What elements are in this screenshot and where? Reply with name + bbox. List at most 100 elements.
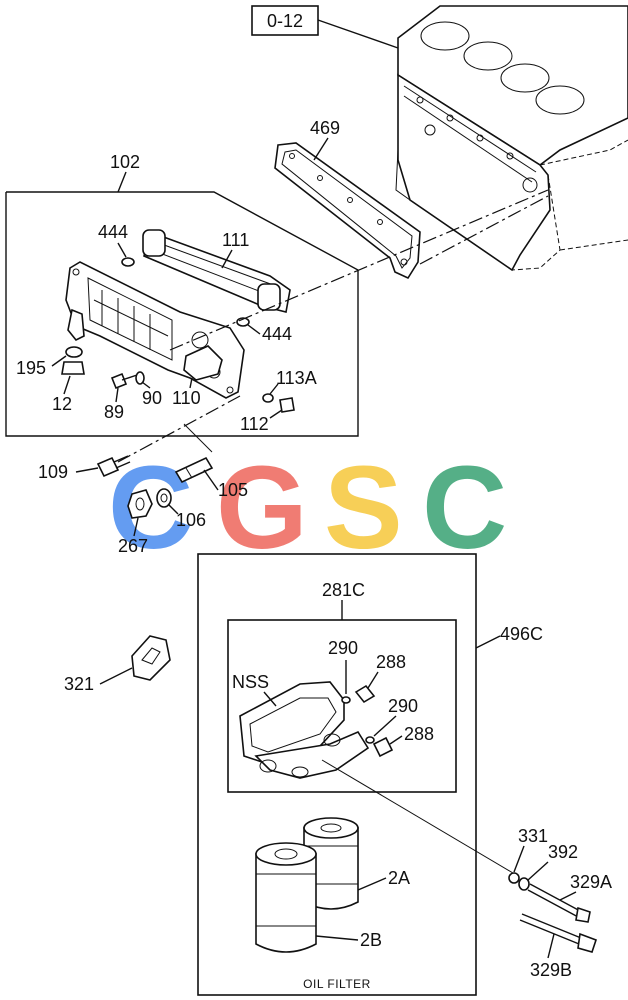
- leader-288-upper: [367, 671, 379, 689]
- callout-329A[interactable]: 329A: [570, 872, 612, 892]
- gasket-290-upper: [341, 696, 351, 704]
- valve-110: [183, 345, 223, 381]
- washer-90: [135, 371, 145, 385]
- leader-329A: [559, 891, 577, 901]
- engine-block: [395, 5, 628, 272]
- leader-105: [203, 469, 219, 491]
- leader-111: [221, 249, 233, 269]
- reference-box[interactable]: 0-12: [251, 5, 319, 36]
- callout-267[interactable]: 267: [118, 536, 148, 556]
- callout-290-upper[interactable]: 290: [328, 638, 358, 658]
- leader-195: [51, 355, 67, 367]
- leader-290-lower: [373, 715, 397, 737]
- leader-110: [189, 377, 193, 389]
- callout-331[interactable]: 331: [518, 826, 548, 846]
- assembly-line-5: [321, 759, 519, 877]
- bolt-109: [96, 455, 131, 478]
- oring-113A: [262, 393, 274, 403]
- washer-392: [518, 877, 530, 891]
- oring-444-left: [121, 257, 135, 267]
- callout-321[interactable]: 321: [64, 674, 94, 694]
- watermark: C G S C: [108, 442, 507, 574]
- leader-496C: [475, 635, 501, 649]
- watermark-letter-g: G: [216, 442, 308, 574]
- washer-331: [508, 872, 520, 884]
- leader-2B: [315, 935, 359, 941]
- leader-102: [117, 171, 127, 193]
- filter-caption: OIL FILTER: [303, 977, 371, 991]
- callout-90[interactable]: 90: [142, 388, 162, 408]
- bolt-329A: [527, 883, 591, 923]
- callout-102[interactable]: 102: [110, 152, 140, 172]
- watermark-letter-s: S: [324, 442, 403, 574]
- leader-469: [313, 137, 329, 161]
- callout-106[interactable]: 106: [176, 510, 206, 530]
- callout-288-upper[interactable]: 288: [376, 652, 406, 672]
- leader-444-right: [247, 324, 261, 335]
- leader-392: [527, 861, 549, 881]
- assembly-line-1: [169, 189, 549, 351]
- callout-281C[interactable]: 281C: [322, 580, 365, 600]
- filter-2B: [255, 842, 317, 953]
- gasket-321: [131, 635, 171, 681]
- callout-105[interactable]: 105: [218, 480, 248, 500]
- callout-2A[interactable]: 2A: [388, 868, 410, 888]
- reference-label: 0-12: [267, 11, 303, 31]
- oil-cooler-box: [5, 191, 359, 437]
- oil-filter-box: [197, 553, 477, 996]
- callout-329B[interactable]: 329B: [530, 960, 572, 980]
- assembly-line-4: [183, 423, 213, 453]
- leader-288-lower: [389, 735, 403, 745]
- bolt-329B: [519, 913, 598, 953]
- leader-2A: [357, 877, 387, 891]
- callout-195[interactable]: 195: [16, 358, 46, 378]
- gasket-469: [274, 142, 421, 280]
- callout-290-lower[interactable]: 290: [388, 696, 418, 716]
- callout-496C[interactable]: 496C: [500, 624, 543, 644]
- callout-469[interactable]: 469: [310, 118, 340, 138]
- watermark-letter-c2: C: [422, 442, 507, 574]
- plug-112: [279, 397, 295, 413]
- leader-12: [63, 375, 71, 395]
- callout-113A[interactable]: 113A: [276, 368, 317, 388]
- nut-267: [127, 489, 153, 519]
- callout-444-right[interactable]: 444: [262, 324, 292, 344]
- leader-331: [513, 845, 525, 873]
- leader-113A: [269, 383, 279, 395]
- gasket-290-lower: [365, 736, 375, 744]
- callout-392[interactable]: 392: [548, 842, 578, 862]
- leader-267: [133, 517, 139, 537]
- callout-112[interactable]: 112: [240, 414, 269, 434]
- filter-head: [239, 681, 370, 779]
- leader-112: [269, 409, 283, 419]
- stud-105: [174, 456, 214, 484]
- washer-106: [156, 488, 172, 508]
- assembly-line-3: [419, 195, 549, 265]
- callout-12[interactable]: 12: [52, 394, 72, 414]
- leader-109: [75, 467, 99, 473]
- leader-329B: [547, 933, 555, 959]
- plug-12: [61, 361, 85, 375]
- cooler-element-111: [142, 229, 291, 313]
- callout-109[interactable]: 109: [38, 462, 68, 482]
- bolt-89: [110, 372, 141, 390]
- plug-288-upper: [354, 684, 376, 704]
- callout-444-left[interactable]: 444: [98, 222, 128, 242]
- leader-NSS: [263, 691, 277, 707]
- callout-2B[interactable]: 2B: [360, 930, 382, 950]
- leader-106: [167, 503, 179, 515]
- callout-288-lower[interactable]: 288: [404, 724, 434, 744]
- callout-NSS[interactable]: NSS: [232, 672, 269, 692]
- assembly-line-2: [117, 395, 241, 463]
- callout-89[interactable]: 89: [104, 402, 124, 422]
- callout-111[interactable]: 111: [222, 230, 249, 250]
- leader-321: [99, 667, 133, 685]
- callout-110[interactable]: 110: [172, 388, 201, 408]
- plug-288-lower: [372, 736, 394, 758]
- leader-90: [141, 381, 151, 389]
- leader-89: [115, 387, 119, 403]
- washer-195: [65, 346, 83, 358]
- leader-444-left: [117, 242, 127, 258]
